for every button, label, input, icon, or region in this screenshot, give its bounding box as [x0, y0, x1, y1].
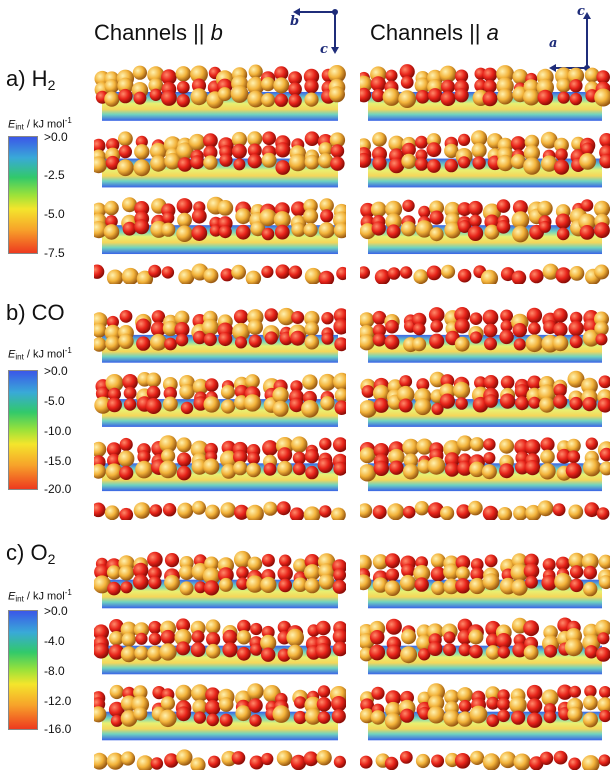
- axis-label-c-left: c: [320, 42, 328, 57]
- scale-title-a: Eint / kJ mol-1: [8, 116, 72, 132]
- scale-title-b: Eint / kJ mol-1: [8, 346, 72, 362]
- tick-b-0: >0.0: [44, 364, 68, 378]
- tick-a-2: -5.0: [44, 207, 65, 221]
- row-label-a: a) H2: [6, 66, 56, 93]
- colorbar-b: [8, 370, 38, 490]
- colorbar-a: [8, 136, 38, 254]
- tick-c-0: >0.0: [44, 604, 68, 618]
- header-right: Channels || a: [370, 20, 499, 45]
- axis-label-a: a: [549, 36, 558, 51]
- tick-b-3: -15.0: [44, 454, 72, 468]
- tick-c-1: -4.0: [44, 634, 65, 648]
- row-label-c: c) O2: [6, 540, 56, 567]
- tick-a-0: >0.0: [44, 130, 68, 144]
- panel-b-right: [360, 307, 610, 520]
- row-label-b: b) CO: [6, 300, 65, 325]
- axis-label-b: b: [290, 14, 300, 29]
- tick-b-2: -10.0: [44, 424, 72, 438]
- axis-indicator-right: [549, 12, 591, 72]
- tick-c-3: -12.0: [44, 694, 72, 708]
- tick-c-2: -8.0: [44, 664, 65, 678]
- axis-indicator-left: [293, 8, 339, 54]
- scale-title-c: Eint / kJ mol-1: [8, 588, 72, 604]
- tick-b-4: -20.0: [44, 482, 72, 496]
- panel-c-right: [360, 552, 610, 770]
- panel-b-left: [94, 307, 346, 520]
- panel-c-left: [94, 550, 346, 770]
- panel-a-right: [360, 64, 610, 284]
- panel-a-left: [94, 64, 346, 284]
- tick-b-1: -5.0: [44, 394, 65, 408]
- tick-c-4: -16.0: [44, 722, 72, 736]
- tick-a-3: -7.5: [44, 246, 65, 260]
- axis-label-c-right: c: [577, 4, 585, 19]
- header-left: Channels || b: [94, 20, 223, 45]
- colorbar-c: [8, 610, 38, 730]
- tick-a-1: -2.5: [44, 168, 65, 182]
